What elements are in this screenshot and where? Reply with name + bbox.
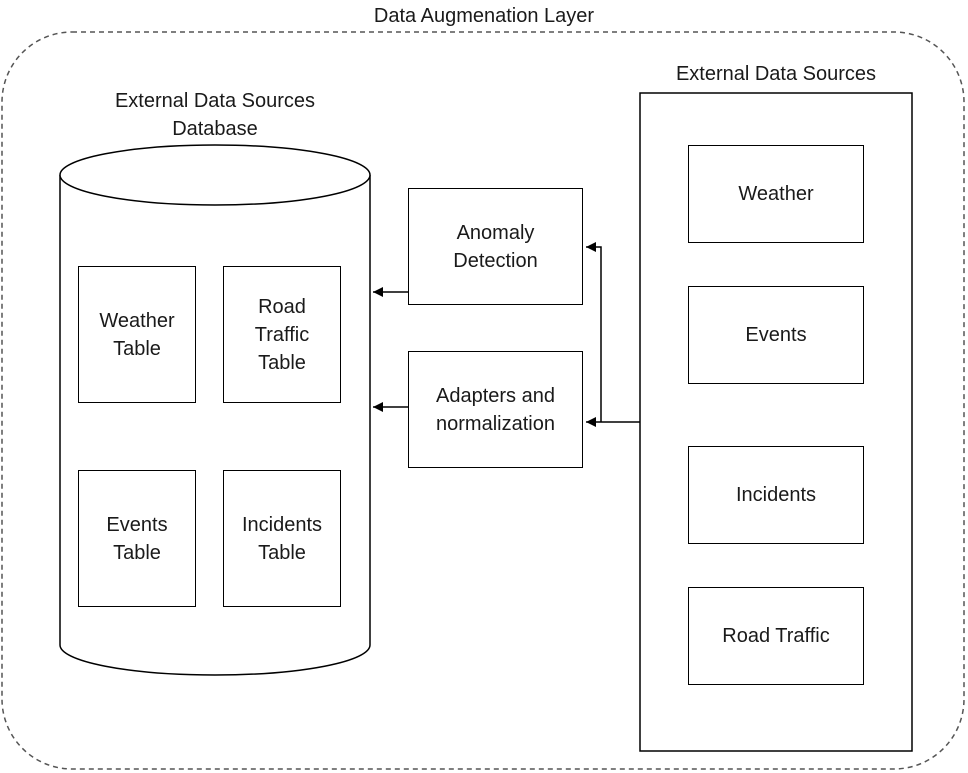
adapters-normalization-box: Adapters and normalization: [408, 351, 583, 468]
database-title-line1: External Data Sources: [114, 90, 316, 112]
connectors: [373, 242, 640, 427]
source-weather: Weather: [688, 145, 864, 243]
incidents-table: Incidents Table: [223, 470, 341, 607]
database-title: External Data Sources Database: [60, 86, 370, 144]
sources-to-anomaly-arrow: [586, 242, 602, 422]
source-incidents: Incidents: [688, 446, 864, 544]
events-table: Events Table: [78, 470, 196, 607]
source-road-traffic: Road Traffic: [688, 587, 864, 685]
road-traffic-table: Road Traffic Table: [223, 266, 341, 403]
anomaly-detection-box: Anomaly Detection: [408, 188, 583, 305]
layer-title: Data Augmenation Layer: [373, 5, 595, 27]
external-sources-title: External Data Sources: [675, 63, 877, 85]
weather-table: Weather Table: [78, 266, 196, 403]
database-title-line2: Database: [172, 118, 258, 140]
source-events: Events: [688, 286, 864, 384]
